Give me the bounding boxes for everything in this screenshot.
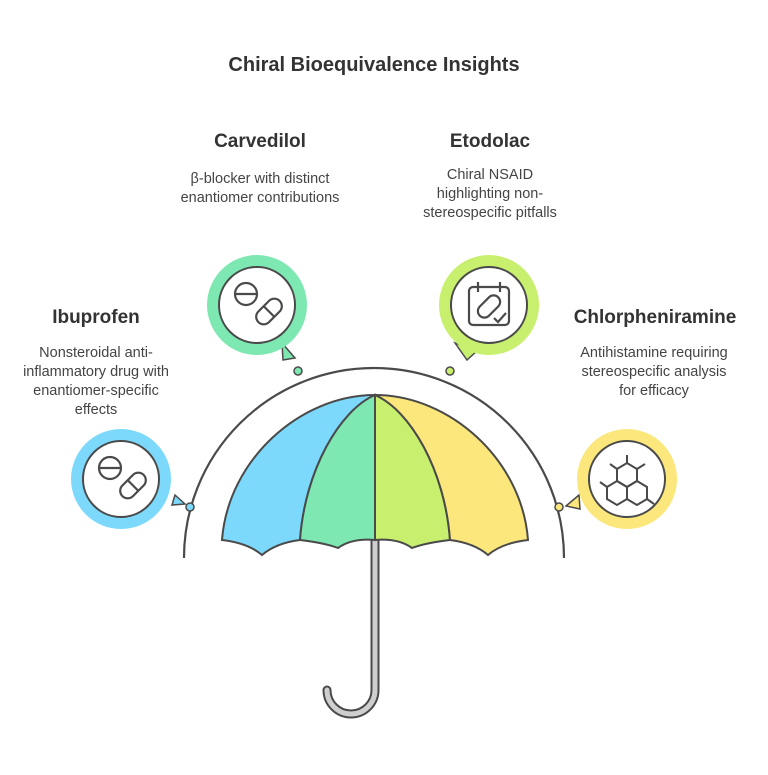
connector-dot-chlorpheniramine <box>554 502 564 512</box>
item-desc-ibuprofen: Nonsteroidal anti-inflammatory drug with… <box>23 345 169 418</box>
bubble-chlorpheniramine <box>564 429 677 529</box>
bubble-etodolac <box>439 255 539 362</box>
item-desc-etodolac: Chiral NSAID highlighting non-stereospec… <box>423 167 557 221</box>
connector-dot-carvedilol <box>293 366 303 376</box>
connector-dot-ibuprofen <box>185 502 195 512</box>
molecule-structure-icon <box>599 455 655 507</box>
item-desc-carvedilol: β-blocker with distinct enantiomer contr… <box>180 171 340 206</box>
calendar-pill-check-icon <box>467 282 511 327</box>
umbrella-panel-yellow <box>374 394 530 557</box>
item-title-carvedilol: Carvedilol <box>214 131 306 152</box>
item-title-ibuprofen: Ibuprofen <box>52 307 140 328</box>
pill-capsule-icon <box>97 455 147 500</box>
item-title-etodolac: Etodolac <box>449 131 531 152</box>
pill-capsule-icon <box>233 281 283 326</box>
umbrella-panel-green <box>298 393 376 550</box>
umbrella-handle-inner <box>324 517 378 717</box>
umbrella-handle <box>322 515 380 719</box>
item-desc-chlorpheniramine: Antihistamine requiring stereospecific a… <box>580 345 728 399</box>
umbrella-outer-arc <box>182 366 566 559</box>
diagram-title: Chiral Bioequivalence Insights <box>228 54 520 76</box>
bubble-carvedilol <box>207 255 307 361</box>
connector-dot-etodolac <box>445 366 455 376</box>
item-title-chlorpheniramine: Chlorpheniramine <box>573 307 737 328</box>
bubble-ibuprofen <box>71 429 187 529</box>
